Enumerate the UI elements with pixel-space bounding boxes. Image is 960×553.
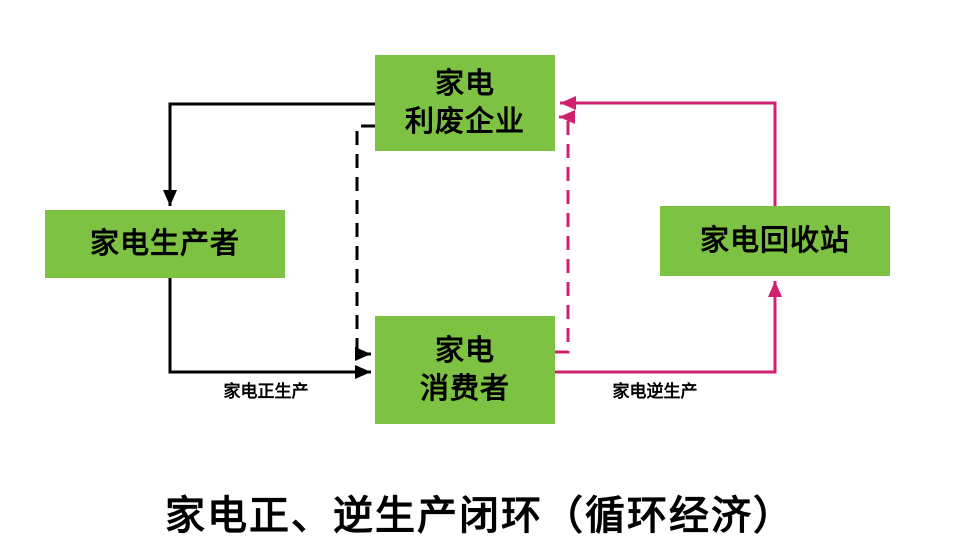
node-label-line: 消费者 [419, 373, 510, 405]
node-appliance-consumer: 家电 消费者 [375, 316, 555, 424]
node-appliance-producer: 家电生产者 [45, 210, 285, 278]
arrow-station-to-enterprise [560, 96, 777, 206]
edge-label-reverse-production: 家电逆生产 [612, 382, 698, 401]
arrow-producer-to-consumer [168, 278, 371, 379]
node-label-line: 家电生产者 [89, 227, 240, 260]
node-appliance-recycling-station: 家电回收站 [660, 206, 890, 276]
node-label-line: 家电 [434, 67, 495, 100]
node-appliance-waste-utilization-enterprise: 家电 利废企业 [375, 55, 555, 151]
node-label-line: 家电 [434, 334, 495, 367]
arrow-enterprise-to-producer [163, 102, 375, 206]
arrow-consumer-to-station [555, 281, 782, 374]
arrow-enterprise-to-consumer-dashed [355, 124, 375, 361]
node-label-line: 家电回收站 [699, 224, 850, 257]
node-label-line: 利废企业 [404, 106, 525, 138]
arrow-consumer-to-enterprise-dashed [555, 110, 575, 354]
edge-label-forward-production: 家电正生产 [223, 382, 309, 401]
diagram-title: 家电正、逆生产闭环（循环经济） [165, 494, 795, 538]
